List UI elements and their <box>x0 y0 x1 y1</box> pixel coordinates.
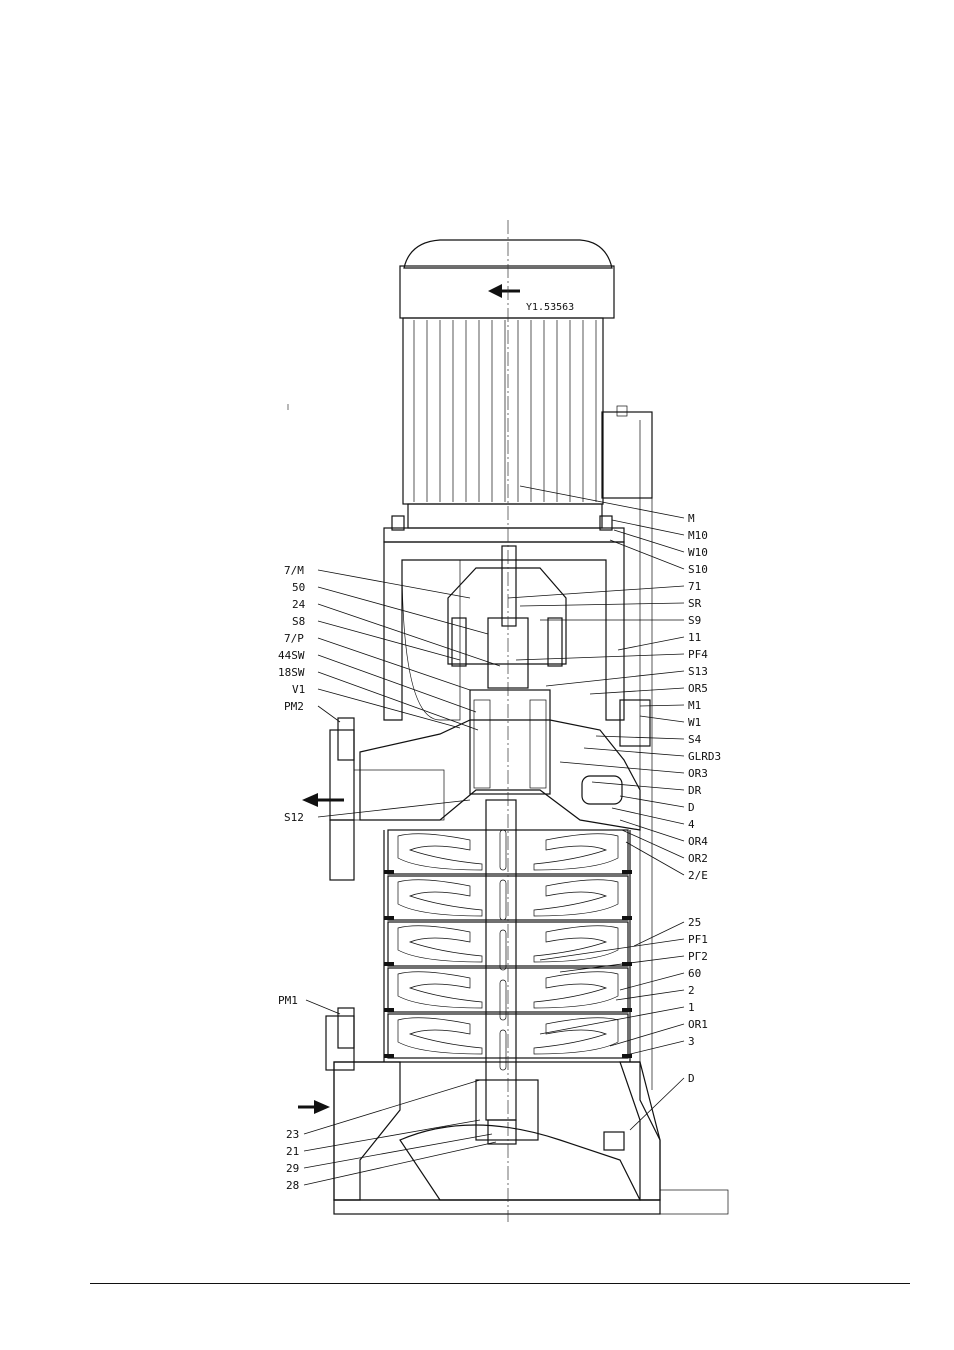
left-part-labels: 7/M 50 24 S8 7/P 44SW 18SW V1 PM2 S12 PM… <box>278 564 500 1192</box>
label-right-2: W10 <box>688 546 708 559</box>
label-right-0: M <box>688 512 695 525</box>
pump-shaft <box>486 800 516 1120</box>
label-right-10: OR5 <box>688 682 708 695</box>
outlet-arrow-icon <box>302 793 344 807</box>
label-right-3: S10 <box>688 563 708 576</box>
label-28: 28 <box>286 1179 299 1192</box>
label-right-13: S4 <box>688 733 702 746</box>
label-21: 21 <box>286 1145 299 1158</box>
label-right-20: OR2 <box>688 852 708 865</box>
label-right-27: 1 <box>688 1001 695 1014</box>
label-right-18: 4 <box>688 818 695 831</box>
label-7p: 7/P <box>284 632 304 645</box>
label-v1: V1 <box>292 683 305 696</box>
label-right-14: GLRD3 <box>688 750 721 763</box>
label-right-19: OR4 <box>688 835 708 848</box>
label-right-16: DR <box>688 784 702 797</box>
label-23: 23 <box>286 1128 299 1141</box>
label-right-25: 60 <box>688 967 701 980</box>
label-right-24: PГ2 <box>688 950 708 963</box>
label-pm1: PM1 <box>278 994 298 1007</box>
label-24: 24 <box>292 598 306 611</box>
label-right-12: W1 <box>688 716 701 729</box>
label-44sw: 44SW <box>278 649 305 662</box>
label-right-28: OR1 <box>688 1018 708 1031</box>
label-right-30: D <box>688 1072 695 1085</box>
label-right-11: M1 <box>688 699 701 712</box>
footer-rule <box>90 1283 910 1284</box>
label-right-29: 3 <box>688 1035 695 1048</box>
inlet-arrow-icon <box>298 1100 330 1114</box>
label-s12: S12 <box>284 811 304 824</box>
label-18sw: 18SW <box>278 666 305 679</box>
label-right-8: PF4 <box>688 648 708 661</box>
label-s8: S8 <box>292 615 305 628</box>
label-right-22: 25 <box>688 916 701 929</box>
label-right-4: 71 <box>688 580 701 593</box>
label-7m: 7/M <box>284 564 304 577</box>
motor-cooling-fins <box>414 320 596 502</box>
label-right-17: D <box>688 801 695 814</box>
pump-base <box>298 1008 728 1214</box>
label-right-7: 11 <box>688 631 701 644</box>
label-right-23: PF1 <box>688 933 708 946</box>
label-right-6: S9 <box>688 614 701 627</box>
label-29: 29 <box>286 1162 299 1175</box>
discharge-head <box>302 690 650 880</box>
label-right-5: SR <box>688 597 702 610</box>
rotation-arrow-icon <box>488 284 520 298</box>
label-right-21: 2/E <box>688 869 708 882</box>
label-right-26: 2 <box>688 984 695 997</box>
label-right-9: S13 <box>688 665 708 678</box>
motor: Y1.53563 <box>384 240 652 542</box>
motor-model-code: Y1.53563 <box>526 302 574 313</box>
label-right-15: OR3 <box>688 767 708 780</box>
label-50: 50 <box>292 581 305 594</box>
label-right-1: M10 <box>688 529 708 542</box>
label-pm2: PM2 <box>284 700 304 713</box>
